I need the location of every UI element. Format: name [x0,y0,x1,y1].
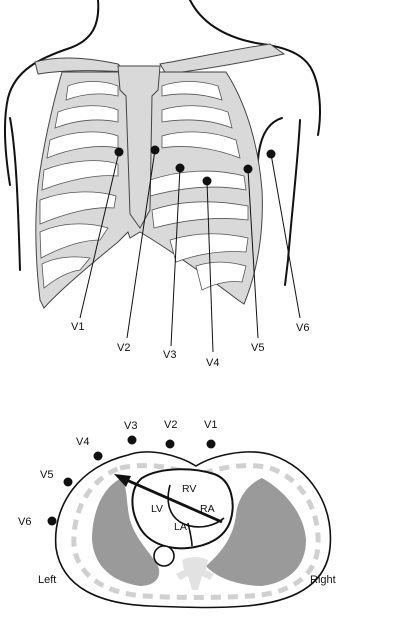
electrode-v2-chest [150,145,160,155]
chamber-label-rv: RV [182,483,196,495]
section-label-v1: V1 [204,419,217,431]
chamber-label-ra: RA [200,503,215,515]
chamber-label-la: LA [174,521,187,533]
electrode-v6-chest [266,149,276,159]
intercostal-spaces [39,81,249,291]
pleural-lining [71,463,321,600]
section-label-v2: V2 [164,419,177,431]
electrode-v5-chest [243,164,253,174]
left-arm-outline [284,119,301,286]
electrode-v3-chest [175,163,185,173]
chest-cross-section: RV RA LV LA V1 V2 V3 V4 V5 V6 Left Right [18,419,336,609]
chamber-label-lv: LV [151,503,163,515]
left-clavicle [159,43,286,75]
section-label-v6: V6 [18,516,31,528]
electrode-v2-section [165,439,175,449]
left-side-label: Left [38,574,56,586]
neck-left-outline [3,0,100,186]
mean-electrical-axis-arrow [121,476,223,524]
electrode-v6-section [47,516,57,526]
electrode-v5-section [63,477,73,487]
aorta [153,545,175,567]
section-label-v3: V3 [124,420,137,432]
right-arm-outline [9,117,21,271]
section-label-v4: V4 [76,436,89,448]
chest-label-v6: V6 [296,322,309,334]
axis-arrowhead [114,474,131,487]
right-lung [206,478,306,586]
electrode-v1-chest [114,147,124,157]
electrode-v3-section [127,435,137,445]
left-lung [92,478,160,586]
chest-lead-leaders [79,149,301,353]
chest-label-v2: V2 [117,342,130,354]
chest-label-v3: V3 [163,349,176,361]
neck-right-outline [189,0,321,136]
chest-label-v5: V5 [251,342,264,354]
chest-label-v4: V4 [206,357,219,369]
electrode-v1-section [206,439,216,449]
heart [131,468,234,550]
right-side-label: Right [310,574,336,586]
left-flank-outline [256,117,283,181]
vertebra [176,557,214,590]
chest-anterior-view: V1 V2 V3 V4 V5 V6 [3,0,321,369]
section-label-v5: V5 [40,469,53,481]
electrode-v4-section [93,451,103,461]
chest-label-v1: V1 [71,321,84,333]
atrial-divider [187,522,193,547]
electrode-v4-chest [202,176,212,186]
